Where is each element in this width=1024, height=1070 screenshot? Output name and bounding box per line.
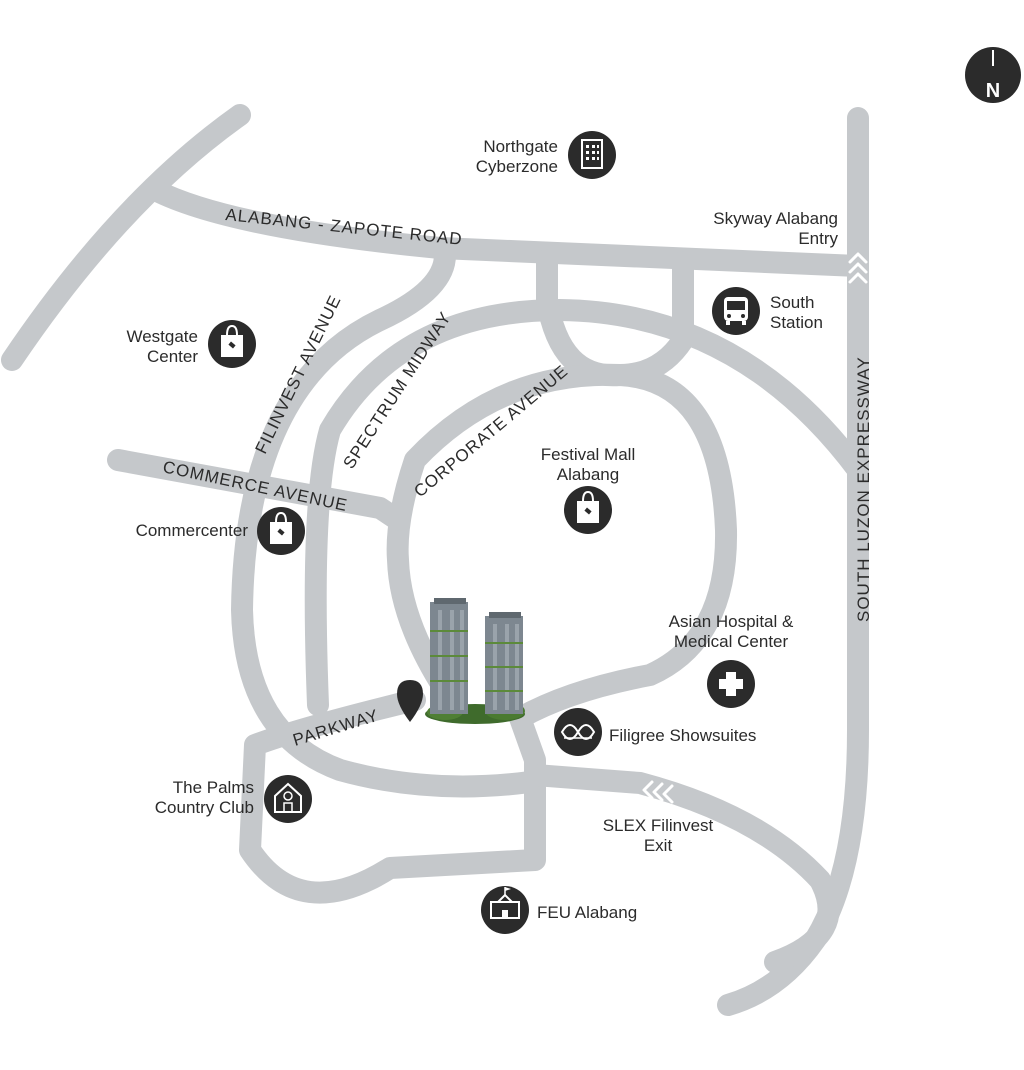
poi-label-line2: Entry	[798, 229, 838, 248]
poi-label-line1: SLEX Filinvest	[603, 816, 714, 835]
medical-cross-icon	[707, 660, 755, 708]
poi-asian-hospital: Asian Hospital & Medical Center	[669, 612, 794, 708]
poi-label-line2: Country Club	[155, 798, 254, 817]
road-south-connector	[524, 764, 840, 973]
road-corporate-loop	[386, 251, 694, 701]
poi-label-line2: Alabang	[557, 465, 619, 484]
skyway-entry-marker	[848, 252, 868, 284]
clubhouse-icon	[264, 775, 312, 823]
road-commerce-avenue	[107, 449, 409, 531]
poi-label-line2: Cyberzone	[476, 157, 558, 176]
poi-label-line1: FEU Alabang	[537, 903, 637, 922]
poi-label-line1: Northgate	[483, 137, 558, 156]
road-alabang-zapote	[144, 179, 869, 277]
road-spectrum-midway	[304, 299, 869, 716]
poi-northgate-cyberzone: Northgate Cyberzone	[476, 131, 616, 179]
filigree-logo-icon	[554, 708, 602, 756]
poi-feu-alabang: FEU Alabang	[481, 886, 637, 934]
shopping-bag-icon	[257, 507, 305, 555]
road-northwest-diagonal	[1, 104, 251, 371]
bus-icon	[712, 287, 760, 335]
poi-label-line1: Skyway Alabang	[713, 209, 838, 228]
poi-label-line2: Exit	[644, 836, 673, 855]
compass-letter: N	[986, 80, 1000, 102]
location-pin-icon	[397, 680, 423, 722]
school-icon	[481, 886, 529, 934]
poi-label-line1: Westgate	[126, 327, 198, 346]
poi-commercenter: Commercenter	[136, 507, 305, 555]
tower-right	[485, 612, 523, 714]
poi-the-palms-country-club: The Palms Country Club	[155, 775, 312, 823]
road-filinvest-avenue	[231, 244, 541, 798]
slex-exit-marker	[642, 780, 674, 804]
poi-skyway-alabang-entry: Skyway Alabang Entry	[713, 209, 838, 248]
poi-westgate-center: Westgate Center	[126, 320, 256, 368]
poi-label-line1: The Palms	[173, 778, 254, 797]
poi-label-line1: South	[770, 293, 814, 312]
tower-left	[430, 598, 468, 714]
poi-filigree-showsuites: Filigree Showsuites	[554, 708, 756, 756]
poi-festival-mall: Festival Mall Alabang	[541, 445, 635, 534]
project-site	[397, 598, 525, 724]
road-label-slex: SOUTH LUZON EXPRESSWAY	[854, 356, 873, 622]
poi-south-station: South Station	[712, 287, 823, 335]
poi-label-line1: Asian Hospital &	[669, 612, 794, 631]
poi-label-line1: Commercenter	[136, 521, 249, 540]
poi-label-line1: Filigree Showsuites	[609, 726, 756, 745]
poi-label-line2: Center	[147, 347, 198, 366]
shopping-bag-icon	[564, 486, 612, 534]
poi-slex-filinvest-exit: SLEX Filinvest Exit	[603, 816, 714, 855]
poi-label-line2: Medical Center	[674, 632, 789, 651]
shopping-bag-icon	[208, 320, 256, 368]
poi-label-line1: Festival Mall	[541, 445, 635, 464]
roads	[1, 104, 869, 1016]
poi-label-line2: Station	[770, 313, 823, 332]
north-compass: N	[965, 47, 1021, 103]
building-icon	[568, 131, 616, 179]
